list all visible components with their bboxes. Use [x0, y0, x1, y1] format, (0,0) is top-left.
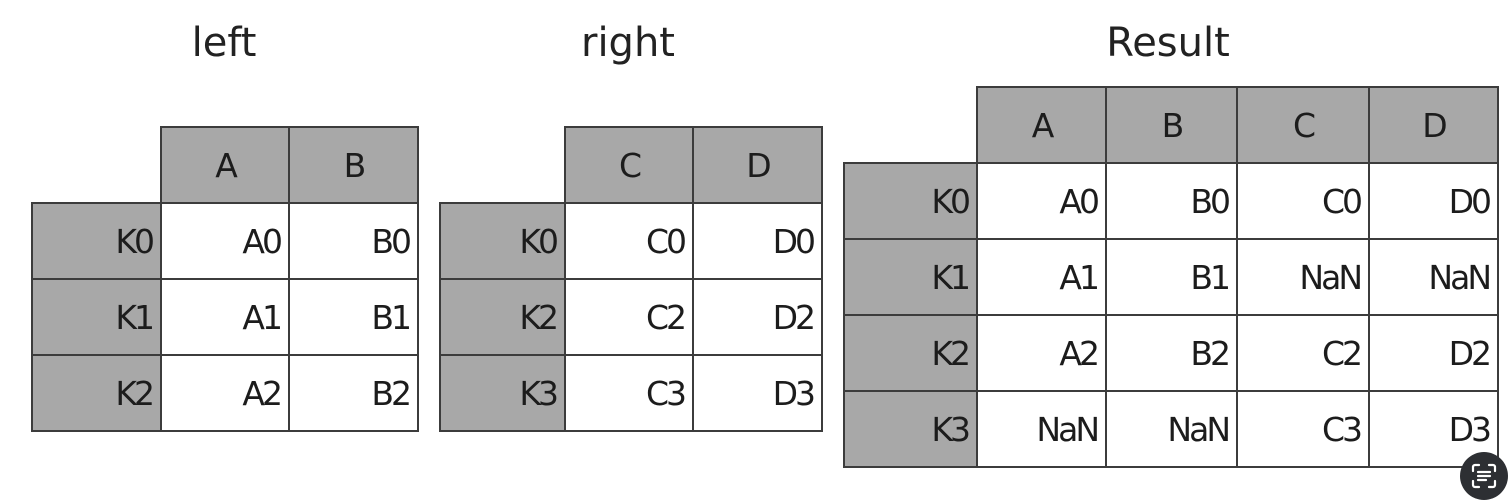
result-table-cell: D0	[1368, 162, 1499, 240]
result-table-column-header: C	[1236, 86, 1370, 164]
result-table-row: K3 NaN NaN C3 D3	[843, 390, 1499, 468]
result-table-cell: B2	[1105, 314, 1238, 392]
left-table-title: left	[191, 20, 257, 66]
result-table-cell: A0	[976, 162, 1107, 240]
screen-text-icon[interactable]	[1460, 452, 1508, 500]
result-table-row: K1 A1 B1 NaN NaN	[843, 238, 1499, 316]
right-table-corner	[440, 127, 565, 203]
right-table: C D K0 C0 D0 K2 C2 D2 K3 C3 D3	[439, 126, 823, 432]
right-table-column-header: D	[692, 126, 823, 204]
right-table-row: K2 C2 D2	[439, 278, 823, 356]
result-table: A B C D K0 A0 B0 C0 D0 K1 A1 B1 NaN NaN …	[843, 86, 1499, 468]
result-table-row: K2 A2 B2 C2 D2	[843, 314, 1499, 392]
result-table-row-index: K0	[843, 162, 978, 240]
result-table-row-index: K1	[843, 238, 978, 316]
left-table: A B K0 A0 B0 K1 A1 B1 K2 A2 B2	[31, 126, 419, 432]
right-table-header-row: C D	[440, 126, 823, 204]
left-table-cell: A0	[160, 202, 290, 280]
left-table-cell: A1	[160, 278, 290, 356]
right-table-cell: C3	[564, 354, 694, 432]
result-table-cell: B1	[1105, 238, 1238, 316]
result-table-corner	[844, 87, 977, 163]
right-table-column-header: C	[564, 126, 694, 204]
left-table-cell: B2	[288, 354, 419, 432]
left-table-row: K0 A0 B0	[31, 202, 419, 280]
left-table-cell: B1	[288, 278, 419, 356]
result-table-title: Result	[1106, 20, 1230, 66]
right-table-cell: D3	[692, 354, 823, 432]
result-table-cell: A2	[976, 314, 1107, 392]
result-table-cell: NaN	[1236, 238, 1370, 316]
left-table-corner	[32, 127, 161, 203]
result-table-cell: NaN	[1105, 390, 1238, 468]
result-table-cell: C0	[1236, 162, 1370, 240]
right-table-row: K3 C3 D3	[439, 354, 823, 432]
screen-text-icon-glyph	[1471, 463, 1497, 489]
left-table-column-header: A	[160, 126, 290, 204]
left-table-row-index: K2	[31, 354, 162, 432]
right-table-cell: C0	[564, 202, 694, 280]
right-table-cell: C2	[564, 278, 694, 356]
left-table-header-row: A B	[32, 126, 419, 204]
result-table-cell: D2	[1368, 314, 1499, 392]
left-table-row: K1 A1 B1	[31, 278, 419, 356]
left-table-cell: B0	[288, 202, 419, 280]
result-table-column-header: D	[1368, 86, 1499, 164]
right-table-cell: D2	[692, 278, 823, 356]
result-table-cell: C2	[1236, 314, 1370, 392]
result-table-header-row: A B C D	[844, 86, 1499, 164]
left-table-column-header: B	[288, 126, 419, 204]
result-table-column-header: A	[976, 86, 1107, 164]
result-table-row: K0 A0 B0 C0 D0	[843, 162, 1499, 240]
right-table-title: right	[581, 20, 675, 66]
right-table-row-index: K2	[439, 278, 566, 356]
left-table-row-index: K0	[31, 202, 162, 280]
result-table-cell: NaN	[1368, 238, 1499, 316]
right-table-row-index: K0	[439, 202, 566, 280]
result-table-cell: D3	[1368, 390, 1499, 468]
result-table-column-header: B	[1105, 86, 1238, 164]
right-table-row: K0 C0 D0	[439, 202, 823, 280]
left-table-cell: A2	[160, 354, 290, 432]
result-table-cell: A1	[976, 238, 1107, 316]
right-table-cell: D0	[692, 202, 823, 280]
result-table-cell: NaN	[976, 390, 1107, 468]
result-table-row-index: K3	[843, 390, 978, 468]
left-table-row-index: K1	[31, 278, 162, 356]
right-table-row-index: K3	[439, 354, 566, 432]
result-table-cell: B0	[1105, 162, 1238, 240]
result-table-cell: C3	[1236, 390, 1370, 468]
result-table-row-index: K2	[843, 314, 978, 392]
left-table-row: K2 A2 B2	[31, 354, 419, 432]
